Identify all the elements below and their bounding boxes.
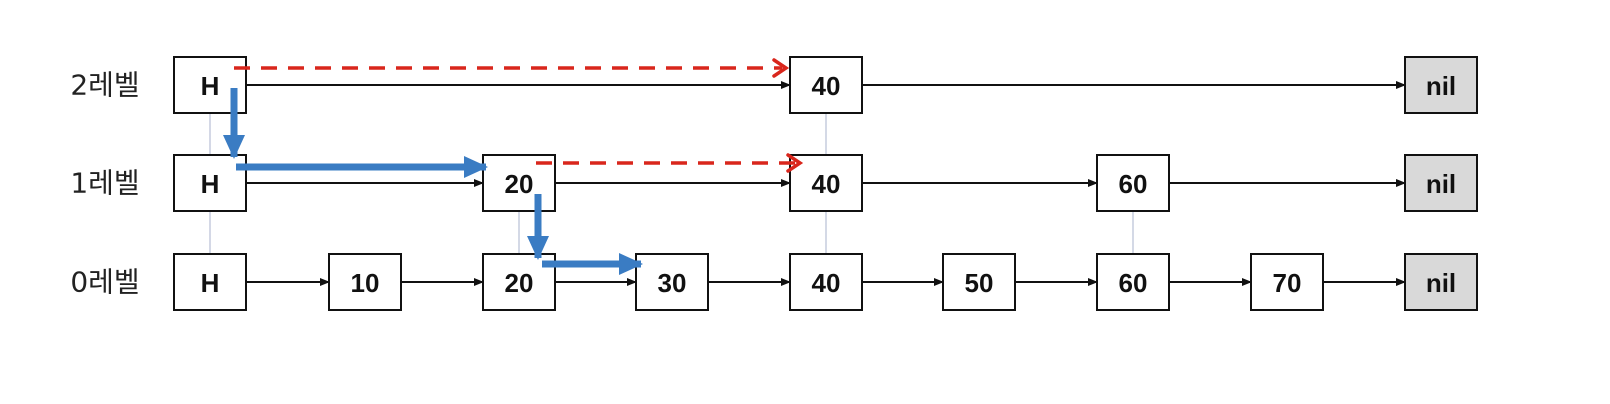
red-dashed-lookahead-arrow <box>234 58 790 78</box>
red-dashed-lookahead-arrow <box>536 153 804 173</box>
node-box <box>789 56 863 114</box>
list-node: 50 <box>942 253 1016 311</box>
node-value: 30 <box>658 268 687 298</box>
list-node: H <box>173 154 247 212</box>
list-node: 60 <box>1096 154 1170 212</box>
level-label: 0레벨 <box>70 266 139 299</box>
node-box <box>173 253 247 311</box>
node-box <box>328 253 402 311</box>
list-node: 40 <box>789 253 863 311</box>
node-value: 60 <box>1119 268 1148 298</box>
node-value: H <box>201 268 220 298</box>
node-value: nil <box>1426 268 1456 298</box>
node-value: 20 <box>505 169 534 199</box>
node-value: 40 <box>812 71 841 101</box>
list-node: 10 <box>328 253 402 311</box>
node-box <box>1404 253 1478 311</box>
list-node: H <box>173 253 247 311</box>
list-node: 60 <box>1096 253 1170 311</box>
list-node: 40 <box>789 56 863 114</box>
level-label: 2레벨 <box>70 69 139 102</box>
node-value: 50 <box>965 268 994 298</box>
level-label: 1레벨 <box>70 167 139 200</box>
list-node: 30 <box>635 253 709 311</box>
node-box <box>1250 253 1324 311</box>
list-node: 70 <box>1250 253 1324 311</box>
node-value: 60 <box>1119 169 1148 199</box>
node-value: H <box>201 71 220 101</box>
node-box <box>1404 56 1478 114</box>
nil-node: nil <box>1404 56 1478 114</box>
node-value: 10 <box>351 268 380 298</box>
node-box <box>1096 253 1170 311</box>
nil-node: nil <box>1404 253 1478 311</box>
node-box <box>1096 154 1170 212</box>
node-box <box>173 154 247 212</box>
node-value: 20 <box>505 268 534 298</box>
node-value: nil <box>1426 169 1456 199</box>
node-box <box>789 154 863 212</box>
node-box <box>635 253 709 311</box>
node-box <box>1404 154 1478 212</box>
node-box <box>789 253 863 311</box>
nil-node: nil <box>1404 154 1478 212</box>
node-value: 40 <box>812 268 841 298</box>
node-value: nil <box>1426 71 1456 101</box>
node-value: H <box>201 169 220 199</box>
node-value: 40 <box>812 169 841 199</box>
list-node: 40 <box>789 154 863 212</box>
node-box <box>942 253 1016 311</box>
node-value: 70 <box>1273 268 1302 298</box>
